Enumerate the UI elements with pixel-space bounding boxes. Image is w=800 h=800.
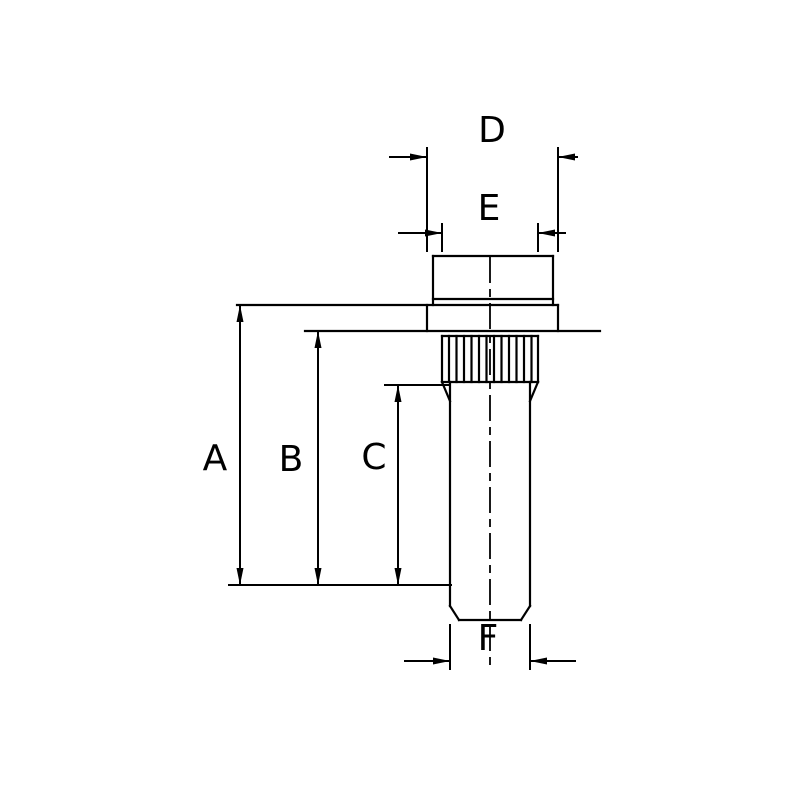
dimension-b-arrow-top <box>314 331 322 348</box>
dimension-c-arrow-bottom <box>394 568 402 585</box>
dimension-label-f: F <box>478 618 499 659</box>
dimension-a: A <box>203 305 244 585</box>
dimension-label-b: B <box>279 439 304 480</box>
dimension-a-arrow-bottom <box>236 568 244 585</box>
serration-lines <box>447 334 533 384</box>
dimension-d-arrow-right <box>558 153 575 161</box>
dimension-label-a: A <box>203 438 228 479</box>
shank-bottom-left-chamfer <box>448 604 461 622</box>
shank-bottom-right-chamfer <box>519 604 532 622</box>
knurl-section <box>440 334 540 384</box>
dimension-e-arrow-left <box>425 229 442 237</box>
dimension-label-e: E <box>478 188 501 229</box>
dimension-b: B <box>279 331 322 585</box>
dimension-label-d: D <box>478 110 506 151</box>
dimension-a-arrow-top <box>236 305 244 322</box>
shank-top-right-chamfer <box>528 380 540 403</box>
stud-flange <box>235 303 602 333</box>
dimension-f: F <box>404 618 576 670</box>
dimension-c-arrow-top <box>394 385 402 402</box>
dimension-label-c: C <box>361 437 386 478</box>
dimension-e-arrow-right <box>538 229 555 237</box>
dimension-f-arrow-left <box>433 657 450 665</box>
threaded-shank <box>440 380 540 622</box>
dimension-c: C <box>361 384 451 585</box>
dimension-f-arrow-right <box>530 657 547 665</box>
dimension-b-arrow-bottom <box>314 568 322 585</box>
dimension-d-arrow-left <box>410 153 427 161</box>
dimension-e: E <box>398 188 566 252</box>
stud-head <box>431 254 555 307</box>
